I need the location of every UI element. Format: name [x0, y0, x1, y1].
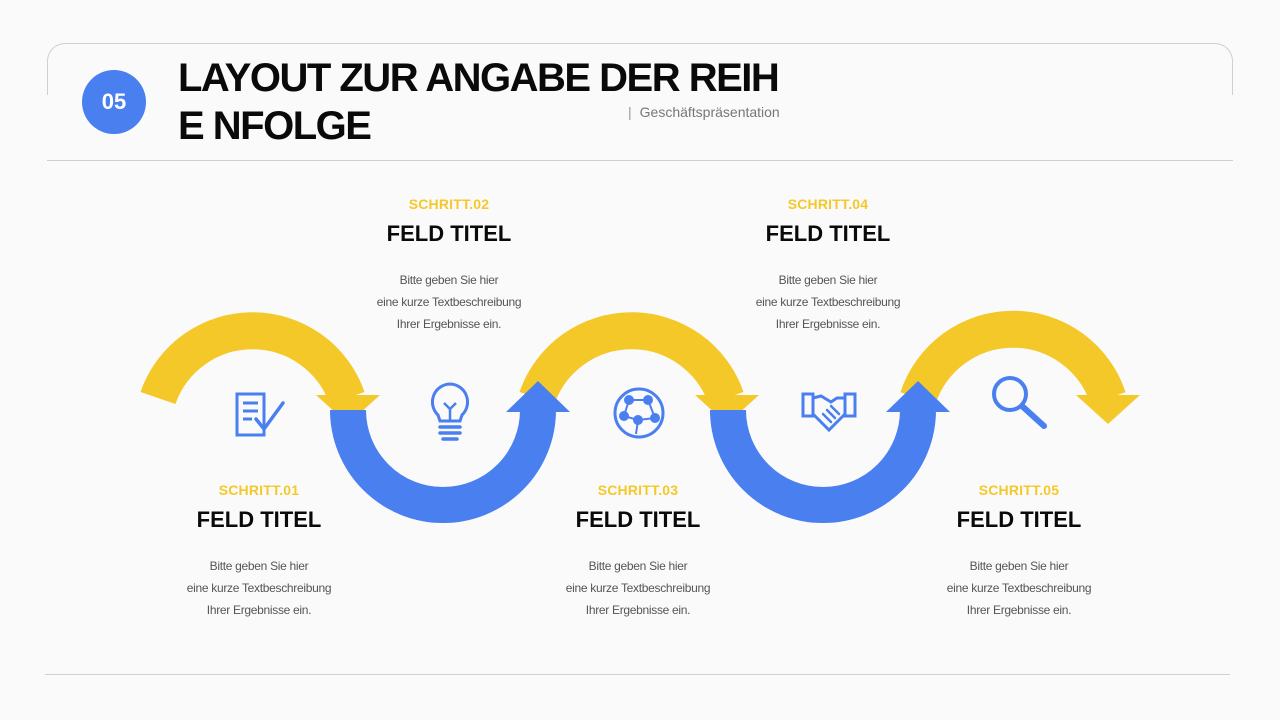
arrowhead-blue-1 — [506, 381, 570, 412]
step-5: SCHRITT.05 FELD TITEL Bitte geben Sie hi… — [899, 482, 1139, 621]
step-title: FELD TITEL — [386, 221, 512, 246]
desc-line: Ihrer Ergebnisse ein. — [585, 603, 691, 617]
step-title: FELD TITEL — [956, 507, 1082, 532]
desc-line: Bitte geben Sie hier — [778, 273, 878, 287]
arc-yellow-1 — [140, 312, 365, 405]
footer-divider — [45, 674, 1230, 675]
step-title: FELD TITEL — [765, 221, 891, 246]
arrowhead-yellow-2 — [695, 395, 759, 424]
step-description: Bitte geben Sie hier eine kurze Textbesc… — [329, 269, 569, 335]
arrowhead-yellow-3 — [1076, 395, 1140, 424]
arc-blue-1 — [330, 409, 556, 523]
desc-line: Ihrer Ergebnisse ein. — [396, 317, 502, 331]
desc-line: Bitte geben Sie hier — [588, 559, 688, 573]
step-label: SCHRITT.05 — [978, 482, 1060, 498]
arc-yellow-2 — [519, 312, 744, 405]
desc-line: eine kurze Textbeschreibung — [186, 581, 332, 595]
desc-line: Bitte geben Sie hier — [209, 559, 309, 573]
step-label: SCHRITT.02 — [408, 196, 490, 212]
arrowhead-yellow-1 — [316, 395, 380, 424]
header-frame — [47, 43, 1233, 95]
desc-line: eine kurze Textbeschreibung — [565, 581, 711, 595]
step-description: Bitte geben Sie hier eine kurze Textbesc… — [518, 555, 758, 621]
desc-line: eine kurze Textbeschreibung — [946, 581, 1092, 595]
step-label: SCHRITT.01 — [218, 482, 300, 498]
step-label: SCHRITT.03 — [597, 482, 679, 498]
step-description: Bitte geben Sie hier eine kurze Textbesc… — [899, 555, 1139, 621]
desc-line: Bitte geben Sie hier — [969, 559, 1069, 573]
desc-line: Ihrer Ergebnisse ein. — [966, 603, 1072, 617]
desc-line: Ihrer Ergebnisse ein. — [206, 603, 312, 617]
document-check-icon — [235, 392, 285, 437]
arc-yellow-3 — [900, 310, 1126, 405]
page-title: LAYOUT ZUR ANGABE DER REIHE NFOLGE — [178, 56, 780, 148]
soccer-ball-icon — [613, 387, 665, 439]
step-2: SCHRITT.02 FELD TITEL Bitte geben Sie hi… — [329, 196, 569, 335]
step-description: Bitte geben Sie hier eine kurze Textbesc… — [139, 555, 379, 621]
handshake-icon — [801, 392, 857, 433]
subtitle-text: Geschäftspräsentation — [639, 104, 780, 120]
step-label: SCHRITT.04 — [787, 196, 869, 212]
step-title: FELD TITEL — [196, 507, 322, 532]
arrowhead-blue-2 — [886, 381, 950, 412]
desc-line: eine kurze Textbeschreibung — [755, 295, 901, 309]
step-3: SCHRITT.03 FELD TITEL Bitte geben Sie hi… — [518, 482, 758, 621]
header-divider — [47, 160, 1233, 161]
step-1: SCHRITT.01 FELD TITEL Bitte geben Sie hi… — [139, 482, 379, 621]
page-subtitle: |Geschäftspräsentation — [628, 104, 780, 120]
lightbulb-icon — [430, 382, 470, 441]
desc-line: Bitte geben Sie hier — [399, 273, 499, 287]
desc-line: Ihrer Ergebnisse ein. — [775, 317, 881, 331]
magnifier-icon — [992, 376, 1047, 429]
section-number-badge: 05 — [82, 70, 146, 134]
desc-line: eine kurze Textbeschreibung — [376, 295, 522, 309]
step-description: Bitte geben Sie hier eine kurze Textbesc… — [708, 269, 948, 335]
arc-blue-2 — [710, 409, 936, 523]
step-4: SCHRITT.04 FELD TITEL Bitte geben Sie hi… — [708, 196, 948, 335]
step-title: FELD TITEL — [575, 507, 701, 532]
